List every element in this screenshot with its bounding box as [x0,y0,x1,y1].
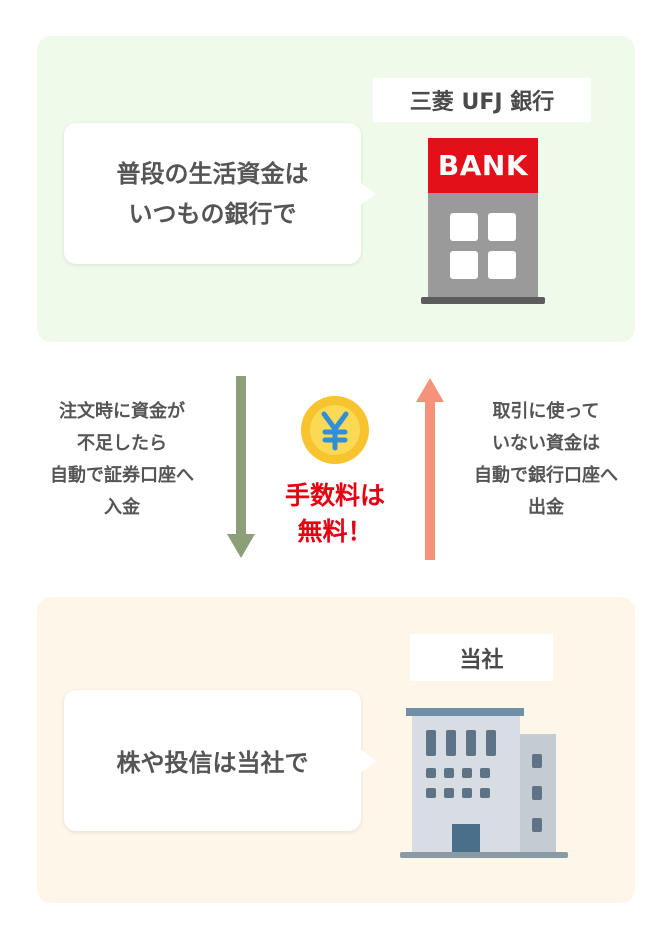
bank-building-body [428,193,538,299]
bank-sign: BANK [428,138,538,193]
fee-line-1: 手数料は [284,481,385,510]
bank-speech-bubble: 普段の生活資金は いつもの銀行で [64,123,376,264]
bank-building-base [421,297,545,304]
yen-coin-icon [301,396,369,464]
bank-window [450,251,478,279]
deposit-line-1: 注文時に資金が [59,401,185,422]
bank-window [488,251,516,279]
fee-line-2: 無料！ [297,517,373,546]
arrow-down-icon [227,376,255,558]
bank-bubble-line-1: 普段の生活資金は [116,159,309,188]
bank-bubble-line-2: いつもの銀行で [128,199,297,228]
arrow-up-icon [416,378,444,560]
deposit-line-3: 自動で証券口座へ [50,465,194,486]
company-name-label: 当社 [410,634,553,681]
bank-window [450,213,478,241]
withdrawal-line-2: いない資金は [492,433,600,454]
deposit-line-2: 不足したら [77,433,167,454]
bank-name-label: 三菱 UFJ 銀行 [373,78,591,122]
company-bubble-text: 株や投信は当社で [116,749,309,777]
company-speech-bubble: 株や投信は当社で [64,690,376,831]
bank-window [488,213,516,241]
withdrawal-line-1: 取引に使って [492,401,600,422]
deposit-description: 注文時に資金が 不足したら 自動で証券口座へ 入金 [22,396,222,524]
bank-building-icon: BANK [417,138,549,306]
office-building-icon [400,708,568,858]
deposit-line-4: 入金 [104,497,140,518]
withdrawal-line-4: 出金 [528,497,564,518]
withdrawal-line-3: 自動で銀行口座へ [474,465,618,486]
fee-free-label: 手数料は 無料！ [268,478,402,550]
withdrawal-description: 取引に使って いない資金は 自動で銀行口座へ 出金 [446,396,646,524]
